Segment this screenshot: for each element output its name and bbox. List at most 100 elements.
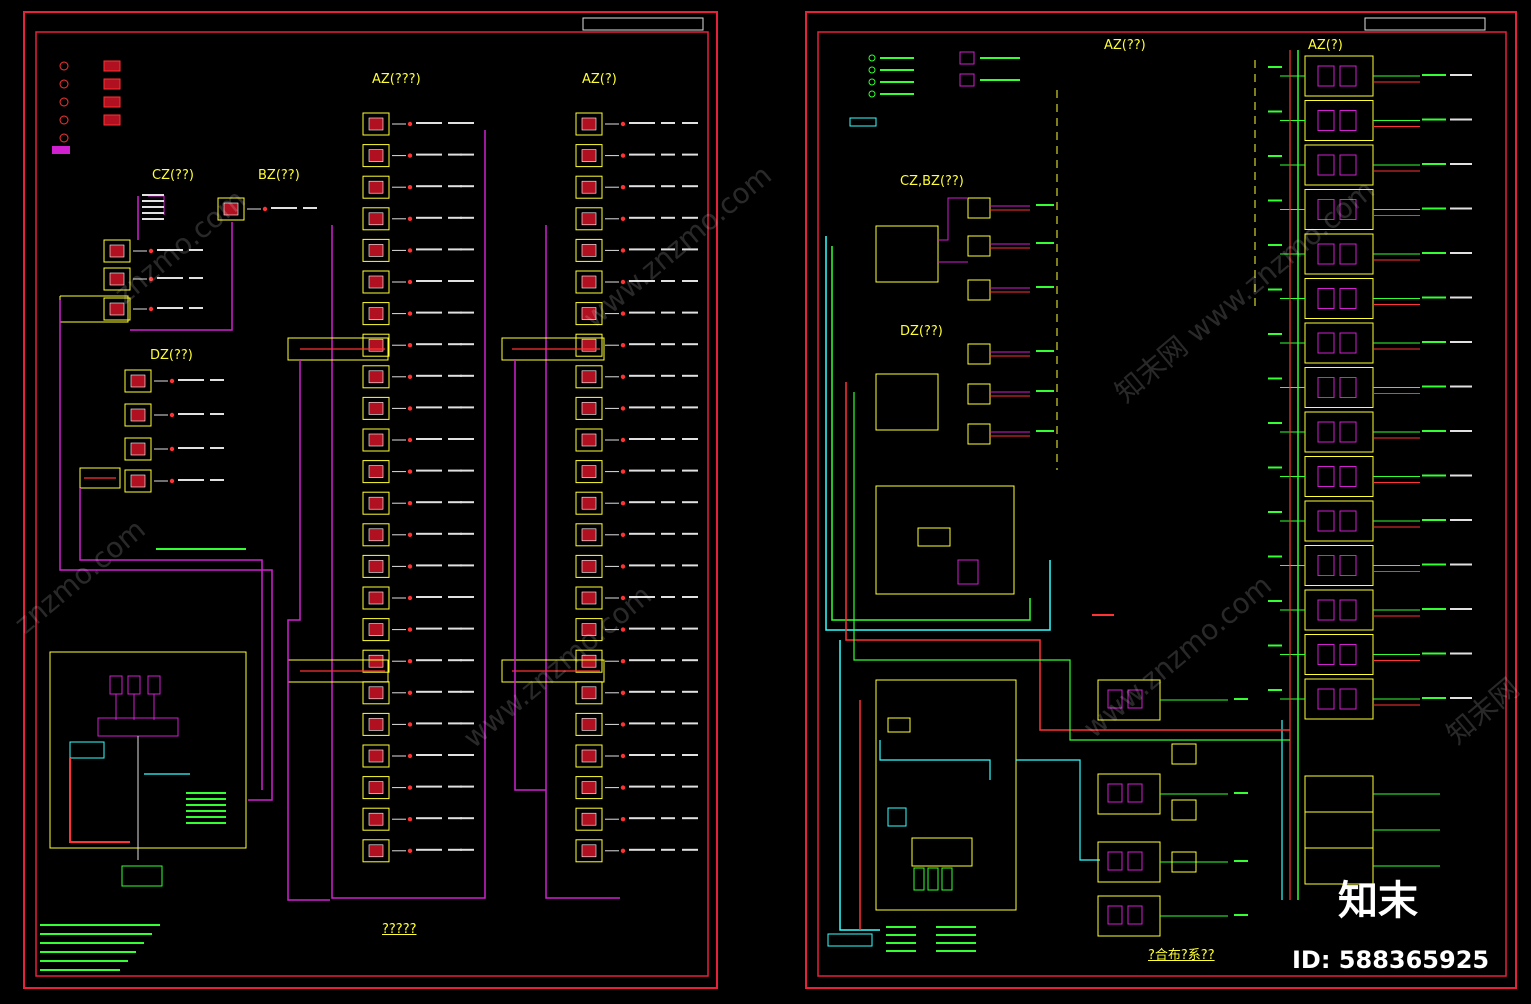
junction-panel bbox=[501, 659, 605, 683]
connector-dot bbox=[620, 311, 626, 316]
label-stub bbox=[661, 659, 675, 662]
note-line bbox=[936, 926, 976, 928]
row-tag bbox=[682, 659, 698, 662]
dz-label bbox=[1036, 390, 1054, 392]
rack-note bbox=[186, 822, 226, 824]
legend-text bbox=[880, 57, 914, 59]
sub-device bbox=[1171, 851, 1197, 873]
label-stub bbox=[416, 754, 442, 756]
connector-dot bbox=[148, 306, 154, 312]
rack-note bbox=[186, 798, 226, 800]
label-stub bbox=[629, 532, 655, 535]
label-stub bbox=[157, 249, 183, 251]
image-id-label: ID: 588365925 bbox=[1292, 946, 1490, 974]
row-tag bbox=[460, 848, 474, 851]
cabinet-port bbox=[1317, 377, 1335, 398]
out-label bbox=[1450, 430, 1472, 432]
az-left-device bbox=[362, 144, 390, 168]
legend-symbol bbox=[59, 97, 69, 107]
sub-label bbox=[1234, 792, 1248, 794]
device-core bbox=[581, 496, 597, 510]
out-label bbox=[1450, 74, 1472, 76]
note-line bbox=[936, 934, 976, 936]
az-left-device bbox=[362, 460, 390, 484]
cabinet-port bbox=[1339, 688, 1357, 710]
label-stub bbox=[661, 248, 675, 251]
row-tag bbox=[682, 848, 698, 851]
note-line bbox=[886, 926, 916, 928]
cabinet-port bbox=[1339, 288, 1357, 309]
sub-label bbox=[1234, 914, 1248, 916]
label-stub bbox=[271, 207, 297, 209]
connector-dot bbox=[407, 279, 413, 285]
sub-device bbox=[1171, 743, 1197, 765]
equipment-unit bbox=[917, 527, 951, 547]
label-stub bbox=[629, 501, 655, 504]
in-label bbox=[1268, 555, 1282, 558]
device-core bbox=[581, 244, 597, 257]
az-right-device bbox=[575, 333, 603, 357]
label-stub bbox=[661, 280, 675, 282]
bz-device bbox=[217, 197, 245, 221]
row-tag bbox=[682, 185, 698, 188]
connector-dot bbox=[407, 437, 413, 443]
label-stub bbox=[416, 311, 442, 314]
label-stub bbox=[448, 690, 462, 693]
cabinet-port bbox=[1339, 243, 1357, 265]
note-line bbox=[40, 942, 144, 944]
rack-note bbox=[186, 792, 226, 794]
rack-slot bbox=[941, 867, 953, 891]
connector-dot bbox=[148, 276, 154, 282]
out-label bbox=[1422, 519, 1446, 521]
note-line bbox=[40, 951, 136, 953]
row-tag bbox=[682, 722, 698, 725]
az-right-device bbox=[575, 807, 603, 831]
dz-device-2 bbox=[967, 343, 991, 365]
label-stub bbox=[448, 469, 462, 472]
az-right-device bbox=[575, 112, 603, 136]
rack-unit bbox=[147, 675, 161, 695]
junction-panel bbox=[501, 337, 605, 361]
label-stub bbox=[629, 690, 655, 693]
device-core bbox=[581, 812, 597, 826]
row-tag bbox=[460, 754, 474, 756]
label-stub bbox=[629, 754, 655, 756]
note-line bbox=[40, 969, 120, 971]
az-cabinet bbox=[1304, 367, 1374, 408]
legend-swatch bbox=[52, 146, 70, 154]
cabinet-port bbox=[1317, 243, 1335, 265]
row-tag bbox=[460, 438, 474, 440]
label-stub bbox=[416, 785, 442, 788]
connector-dot bbox=[407, 753, 413, 759]
row-tag bbox=[682, 311, 698, 314]
connector-dot bbox=[407, 311, 413, 316]
row-tag bbox=[460, 311, 474, 314]
az-cabinet bbox=[1304, 456, 1374, 497]
legend-symbol bbox=[103, 96, 121, 108]
device-core bbox=[581, 433, 597, 447]
label-stub bbox=[416, 564, 442, 567]
out-label bbox=[1422, 296, 1446, 299]
label-stub bbox=[416, 438, 442, 440]
sub-port bbox=[1107, 851, 1123, 871]
riser-left bbox=[287, 360, 330, 901]
connector-dot bbox=[620, 627, 626, 632]
az-right-device bbox=[575, 238, 603, 262]
in-label bbox=[1268, 644, 1282, 647]
cz-device bbox=[103, 267, 131, 291]
rack-slot bbox=[913, 867, 925, 891]
device-core bbox=[130, 374, 146, 388]
az-left-device bbox=[362, 175, 390, 199]
trunk-label bbox=[156, 548, 246, 550]
device-core bbox=[368, 402, 384, 415]
legend-symbol bbox=[59, 115, 69, 125]
sub-label bbox=[1234, 698, 1248, 700]
label-stub bbox=[661, 216, 675, 219]
connector-dot bbox=[620, 279, 626, 285]
legend-symbol bbox=[59, 133, 69, 143]
legend-text bbox=[880, 93, 914, 95]
device-core bbox=[581, 212, 597, 226]
az-right-bus bbox=[545, 225, 620, 899]
equipment-unit bbox=[957, 559, 979, 585]
connector-dot bbox=[620, 121, 626, 127]
